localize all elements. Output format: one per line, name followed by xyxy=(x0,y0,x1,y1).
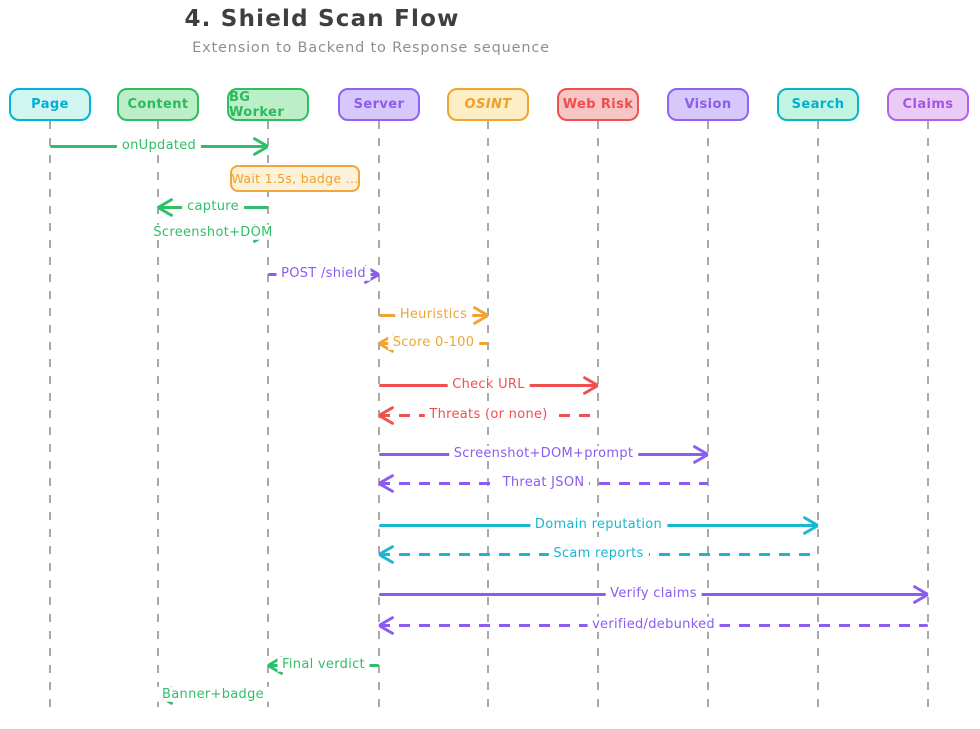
message-label: Score 0-100 xyxy=(387,334,480,350)
lifeline-search xyxy=(817,121,819,716)
message-label: Scam reports xyxy=(548,545,649,561)
actor-box-page: Page xyxy=(9,88,91,121)
actor-label: Search xyxy=(791,97,845,112)
actor-label: Vision xyxy=(684,97,732,112)
actor-box-server: Server xyxy=(338,88,420,121)
lifeline-bg-worker xyxy=(267,121,269,716)
lifeline-server xyxy=(378,121,380,716)
lifeline-page xyxy=(49,121,51,716)
actor-box-claims: Claims xyxy=(887,88,969,121)
message-label: Banner+badge xyxy=(157,686,269,702)
actor-label: Content xyxy=(127,97,189,112)
actor-label: Page xyxy=(31,97,69,112)
actor-box-vision: Vision xyxy=(667,88,749,121)
actor-label: Claims xyxy=(902,97,954,112)
message-label: verified/debunked xyxy=(587,616,720,632)
diagram-title: 4. Shield Scan Flow xyxy=(184,6,460,32)
message-label: onUpdated xyxy=(116,137,202,153)
actor-box-osint: OSINT xyxy=(447,88,529,121)
actor-box-search: Search xyxy=(777,88,859,121)
actor-label: BG Worker xyxy=(229,89,285,120)
message-label: Domain reputation xyxy=(529,516,668,532)
actor-label: Server xyxy=(353,97,405,112)
note-box: Wait 1.5s, badge ... xyxy=(230,165,360,192)
actor-box-bg-worker: BG Worker xyxy=(227,88,309,121)
message-label: Heuristics xyxy=(394,306,473,322)
message-label: capture xyxy=(182,198,244,214)
message-label: Threat JSON xyxy=(497,474,590,490)
actor-label: OSINT xyxy=(464,97,512,112)
message-label: Final verdict xyxy=(277,656,370,672)
actor-box-content: Content xyxy=(117,88,199,121)
lifeline-content xyxy=(157,121,159,716)
lifeline-vision xyxy=(707,121,709,716)
diagram-subtitle: Extension to Backend to Response sequenc… xyxy=(192,40,550,56)
lifeline-web-risk xyxy=(597,121,599,716)
message-label: Screenshot+DOM xyxy=(148,224,278,240)
note-label: Wait 1.5s, badge ... xyxy=(231,171,359,186)
message-label: Screenshot+DOM+prompt xyxy=(448,445,639,461)
message-label: POST /shield xyxy=(276,265,371,281)
message-label: Threats (or none) xyxy=(424,406,553,422)
message-label: Verify claims xyxy=(605,585,702,601)
message-label: Check URL xyxy=(447,376,530,392)
lifeline-claims xyxy=(927,121,929,716)
actor-label: Web Risk xyxy=(562,97,634,112)
actor-box-web-risk: Web Risk xyxy=(557,88,639,121)
